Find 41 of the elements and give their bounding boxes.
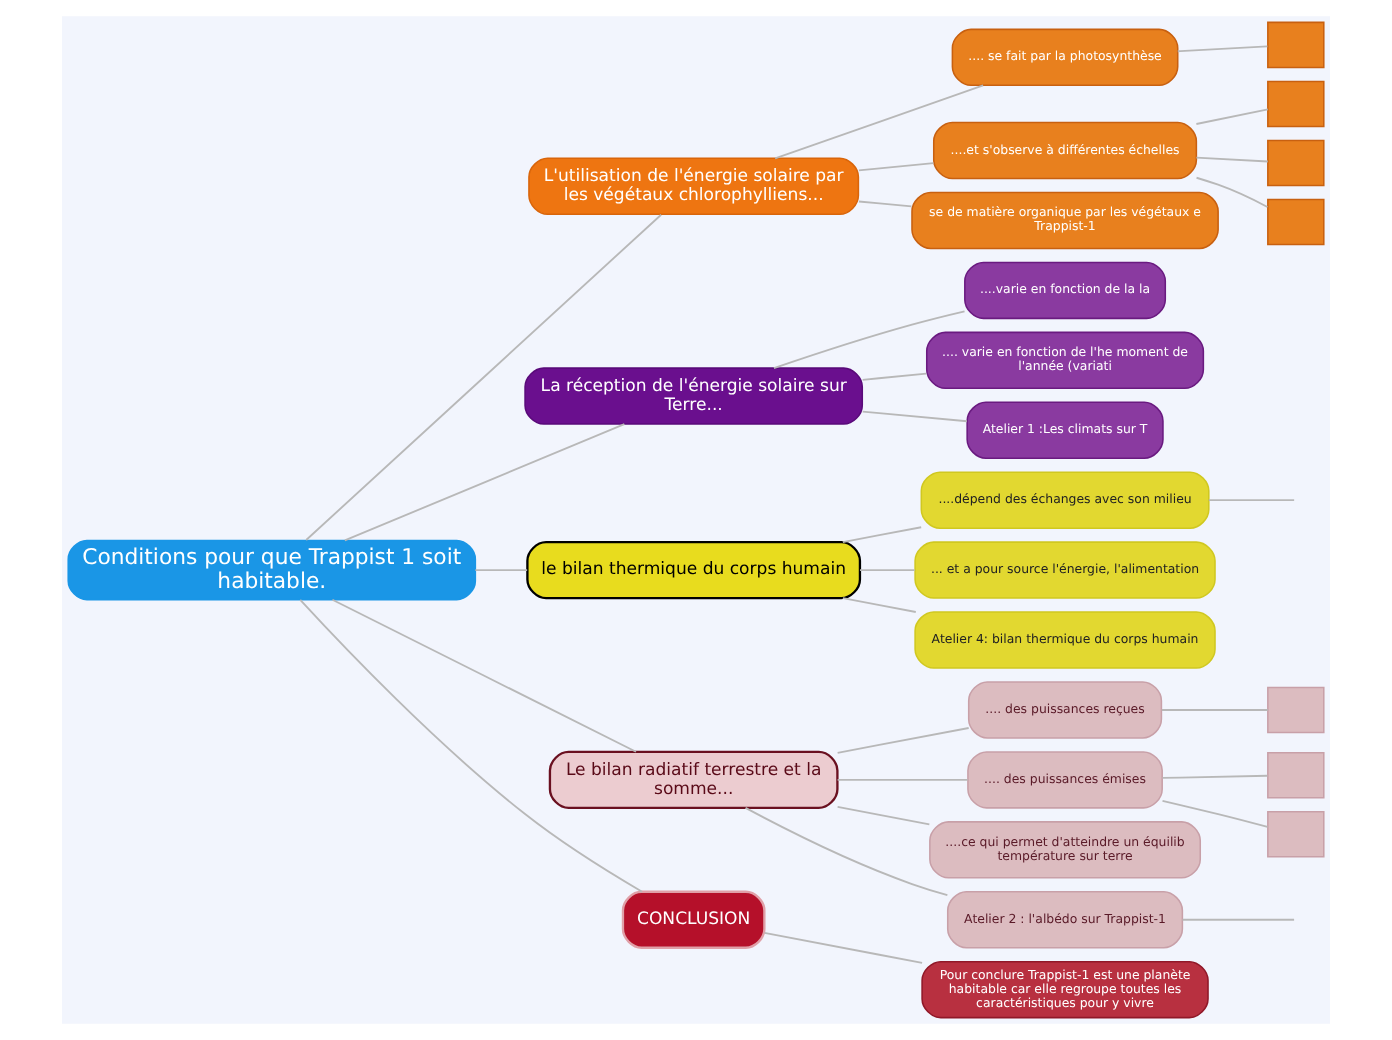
connector	[1161, 774, 1269, 779]
connector	[1195, 156, 1269, 163]
connector	[774, 84, 985, 160]
connector	[857, 162, 935, 172]
node-box	[1267, 198, 1325, 246]
connector	[859, 569, 916, 572]
connector	[841, 597, 917, 613]
connector	[773, 310, 966, 369]
node-box	[1267, 80, 1325, 128]
node-box: CONCLUSION	[621, 890, 766, 949]
connector	[299, 599, 643, 893]
connector	[1181, 918, 1296, 921]
connector	[1176, 45, 1269, 53]
connector	[763, 931, 924, 964]
node-box: Le bilan radiatif terrestre et la somme...	[548, 750, 839, 810]
connector	[474, 569, 529, 572]
connector	[836, 727, 970, 754]
node-box	[1267, 810, 1325, 858]
connector	[861, 410, 968, 423]
connector	[305, 213, 663, 541]
connector	[1195, 108, 1269, 125]
connector	[841, 526, 923, 543]
connector	[857, 200, 913, 208]
connector	[836, 778, 969, 781]
connector	[1160, 709, 1269, 711]
connector	[1207, 499, 1296, 502]
connector	[343, 423, 626, 542]
connector	[1161, 800, 1269, 828]
node-box	[1267, 21, 1325, 69]
connector	[1195, 176, 1269, 208]
node-box	[1267, 686, 1325, 734]
node-box: Conditions pour que Trappist 1 soit habitable.	[67, 539, 477, 601]
connector	[836, 806, 931, 826]
node-box	[1267, 751, 1325, 799]
connector	[744, 807, 949, 896]
node-box	[1267, 139, 1325, 187]
node-box: le bilan thermique du corps humain	[526, 540, 862, 600]
node-box: L'utilisation de l'énergie solaire par les végétaux chlorophylliens...	[528, 157, 860, 216]
connector	[861, 372, 928, 381]
connector	[331, 598, 637, 753]
node-box: La réception de l'énergie solaire sur Terre...	[524, 367, 864, 425]
